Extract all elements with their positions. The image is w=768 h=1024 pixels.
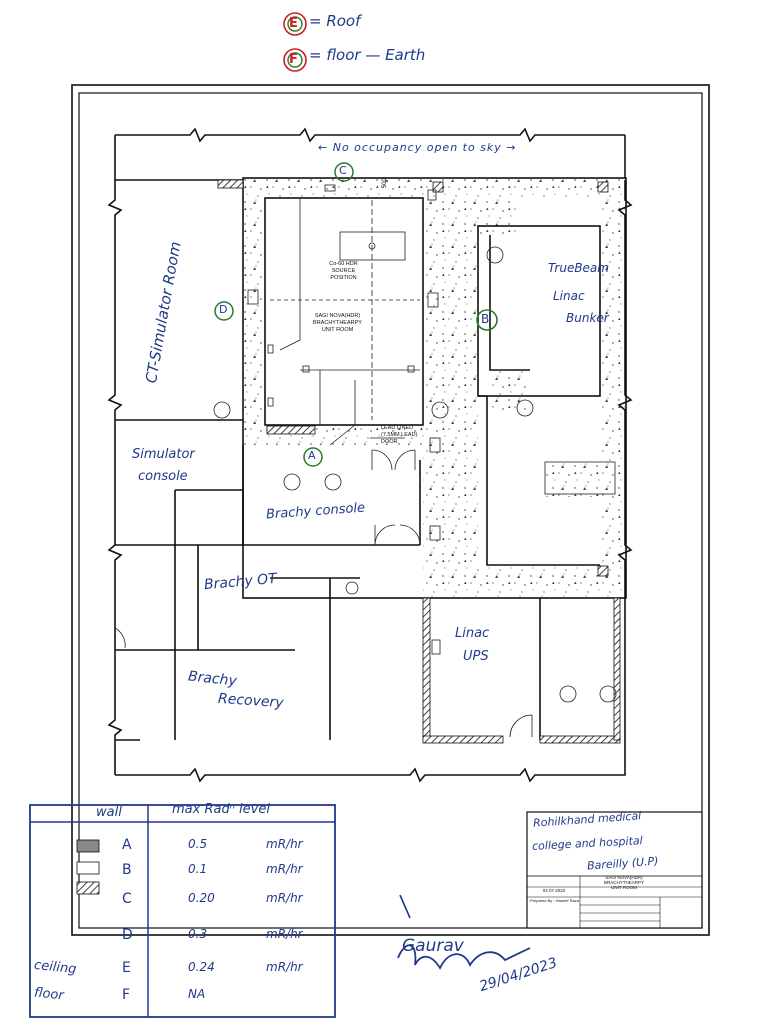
marker-c: C	[339, 164, 347, 177]
title-print-3: UNIT ROOM	[611, 885, 637, 890]
room-linac-ups-2: UPS	[463, 649, 489, 664]
title-prepared-by: Prepared By : Haneef Raza	[530, 898, 579, 903]
chair-icon	[324, 473, 342, 491]
legend-swatch-dotted	[76, 839, 100, 853]
dimension-500: 500	[381, 178, 388, 189]
legend-swatch-plain	[76, 861, 100, 875]
building-walls	[107, 127, 633, 783]
camera-icon	[486, 246, 504, 264]
unit-room-details	[267, 198, 420, 446]
door-label-2: (7.5MM LEAD)	[381, 432, 418, 438]
cabinet-icon	[247, 289, 259, 305]
source-label-1: Co-60 HDR	[329, 261, 358, 267]
table-row-unit: mR/hr	[266, 960, 303, 974]
room-simulator-console-2: console	[138, 469, 188, 484]
door-label-1: LEAD LINED	[381, 425, 414, 431]
open-sky-note: ← No occupancy open to sky →	[318, 141, 517, 154]
pen-mark	[399, 894, 411, 919]
rad-table-frame	[29, 804, 336, 1018]
source-label-2: SOURCE	[331, 268, 356, 274]
table-row-value: 0.5	[188, 837, 208, 851]
table-row-value: 0.1	[188, 862, 208, 876]
camera-icon	[213, 401, 231, 419]
sheet-outer-border	[71, 84, 710, 936]
room-linac-ups-1: Linac	[455, 626, 490, 641]
room-truebeam-3: Bunker	[566, 311, 609, 325]
unit-label-2: BRACHYTHEARPY	[313, 320, 362, 326]
table-row-wall: E	[122, 960, 131, 976]
linac-couch	[544, 461, 616, 495]
column-icon	[345, 581, 359, 595]
legend-key-f: F	[289, 52, 298, 67]
source-label-3: POSITION	[330, 275, 357, 281]
room-simulator-console-1: Simulator	[132, 447, 195, 462]
table-row-unit: mR/hr	[266, 891, 303, 905]
table-row-unit: mR/hr	[266, 837, 303, 851]
table-row-wall: D	[122, 927, 133, 943]
title-date: 02.07.2022	[542, 888, 566, 893]
camera-icon	[431, 401, 449, 419]
table-row-label: floor	[33, 985, 65, 1004]
table-row-wall: A	[122, 837, 132, 853]
cabinet-icon	[431, 639, 441, 655]
marker-b: B	[481, 312, 490, 326]
room-truebeam-2: Linac	[553, 289, 585, 303]
table-row-wall: F	[122, 987, 131, 1003]
table-row-wall: B	[122, 862, 132, 878]
equipment	[213, 184, 617, 703]
title-print-1: SAGI NOVA(HDR)	[605, 875, 643, 880]
table-header-wall: wall	[96, 805, 122, 820]
signature-name: Gaurav	[402, 936, 464, 956]
chair-icon	[283, 473, 301, 491]
interior-walls	[115, 177, 627, 741]
title-block	[526, 811, 703, 929]
doors	[114, 449, 533, 738]
hatched-walls	[217, 179, 621, 744]
cabinet-icon	[324, 184, 336, 192]
legend-key-e: E	[289, 16, 298, 31]
unit-label-1: SAGI NOVA(HDR)	[314, 313, 361, 319]
table-row-value: 0.24	[188, 960, 215, 974]
legend-swatch-hatched	[76, 881, 100, 895]
chair-icon	[599, 685, 617, 703]
cabinet-icon	[429, 437, 441, 453]
table-row-value: 0.3	[188, 927, 208, 941]
room-truebeam-1: TrueBeam	[548, 261, 609, 275]
cabinet-icon	[427, 189, 437, 201]
legend-floor-text: = floor — Earth	[309, 46, 426, 64]
table-header-level: max Radⁿ level	[172, 802, 270, 817]
table-row-unit: mR/hr	[266, 927, 303, 941]
marker-circles	[214, 12, 498, 467]
sheet-inner-border	[78, 92, 703, 929]
door-label-3: DOOR	[381, 439, 398, 445]
chair-icon	[559, 685, 577, 703]
table-row-unit: mR/hr	[266, 862, 303, 876]
marker-a: A	[308, 449, 316, 462]
camera-icon	[516, 399, 534, 417]
cabinet-icon	[429, 525, 441, 541]
table-row-value: NA	[188, 987, 206, 1001]
signature-stroke	[397, 944, 531, 970]
cabinet-icon	[427, 292, 439, 308]
table-row-wall: C	[122, 891, 132, 907]
marker-d: D	[219, 303, 228, 316]
legend-roof-text: = Roof	[309, 12, 361, 30]
unit-label-3: UNIT ROOM	[321, 327, 354, 333]
table-row-value: 0.20	[188, 891, 215, 905]
title-print-2: BRACHYTHEARPY	[603, 880, 644, 885]
concrete-shielding	[243, 178, 627, 598]
